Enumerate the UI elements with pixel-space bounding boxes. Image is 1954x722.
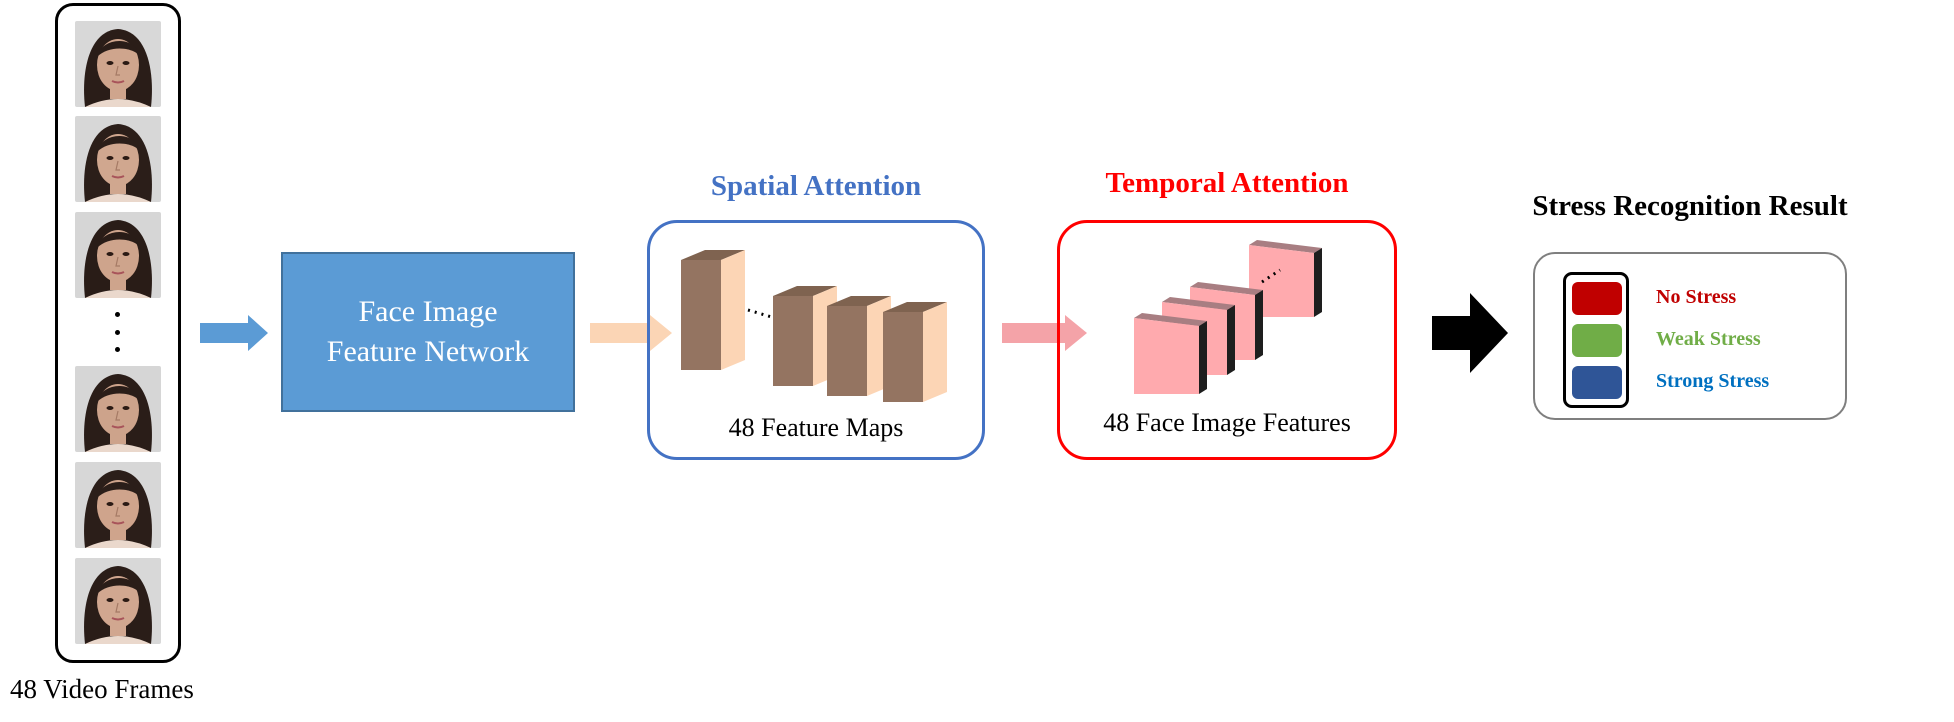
ellipsis-dots — [110, 312, 124, 352]
video-frame-thumbnail — [75, 116, 161, 202]
face-image — [75, 212, 161, 298]
arrow-to-temporal — [1002, 315, 1087, 351]
feature-map-cuboid — [883, 302, 947, 402]
face-image — [75, 116, 161, 202]
legend-swatch-frame — [1563, 272, 1629, 408]
face-feature-slab — [1134, 313, 1207, 394]
strong-stress-swatch — [1572, 366, 1622, 399]
spatial-attention-box — [647, 220, 985, 460]
temporal-attention-title: Temporal Attention — [1105, 167, 1349, 199]
video-frame-thumbnail — [75, 366, 161, 452]
feature-map-cuboid — [827, 296, 891, 396]
face-image — [75, 462, 161, 548]
feature-network-line2: Feature Network — [326, 335, 530, 368]
face-image — [75, 21, 161, 107]
weak-stress-swatch — [1572, 324, 1622, 357]
weak-stress-label: Weak Stress — [1656, 328, 1761, 350]
no-stress-swatch — [1572, 282, 1622, 315]
video-frame-thumbnail — [75, 462, 161, 548]
video-frame-thumbnail — [75, 212, 161, 298]
face-feature-slab — [1249, 240, 1322, 317]
video-frame-thumbnail — [75, 558, 161, 644]
feature-maps-caption: 48 Feature Maps — [728, 413, 904, 442]
face-features-graphic — [1134, 240, 1322, 394]
spatial-attention-title: Spatial Attention — [710, 170, 922, 202]
video-frame-thumbnail — [75, 21, 161, 107]
arrow-to-spatial — [590, 315, 672, 351]
temporal-attention-box — [1057, 220, 1397, 460]
strong-stress-label: Strong Stress — [1656, 370, 1770, 392]
feature-maps-graphic — [681, 250, 947, 402]
dot — [114, 329, 120, 335]
feature-maps-ellipsis — [747, 308, 776, 320]
arrow-to-network — [200, 315, 268, 351]
feature-map-cuboid — [681, 250, 745, 370]
face-image — [75, 558, 161, 644]
result-title: Stress Recognition Result — [1532, 190, 1848, 222]
feature-network-block: Face Image Feature Network — [281, 252, 575, 412]
video-frames-container — [55, 3, 181, 663]
no-stress-label: No Stress — [1656, 286, 1737, 308]
result-legend-box — [1533, 252, 1847, 420]
dot — [114, 347, 120, 352]
face-image — [75, 366, 161, 452]
video-frames-label: 48 Video Frames — [10, 674, 194, 704]
feature-network-line1: Face Image — [358, 295, 498, 328]
face-features-caption: 48 Face Image Features — [1103, 408, 1351, 437]
arrow-to-result — [1432, 293, 1508, 373]
dot — [114, 312, 120, 317]
